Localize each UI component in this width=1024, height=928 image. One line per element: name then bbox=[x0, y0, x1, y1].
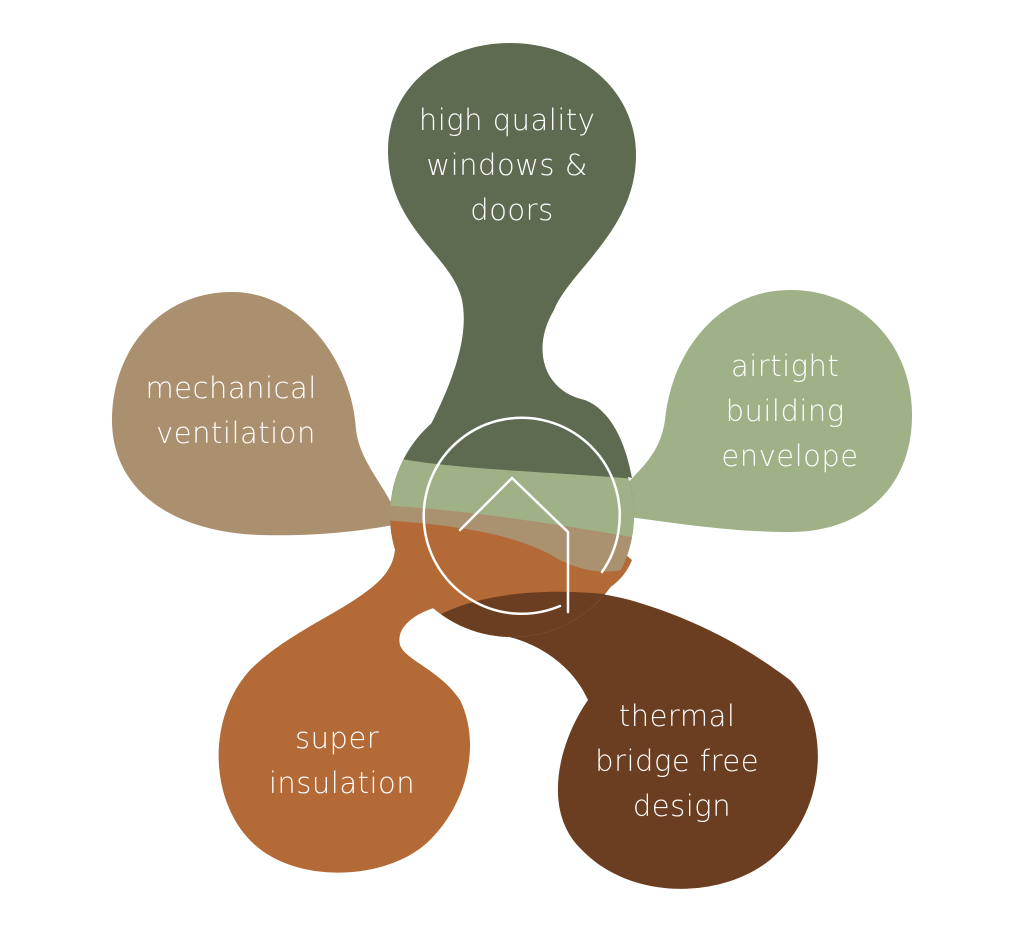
label-ventilation-line1: mechanical bbox=[145, 371, 316, 405]
label-insulation-line2: insulation bbox=[269, 766, 415, 800]
label-insulation-line1: super bbox=[295, 721, 379, 755]
center-ring bbox=[422, 416, 621, 616]
label-windows-line2: windows & bbox=[426, 148, 587, 182]
label-airtight-line1: airtight bbox=[731, 349, 839, 383]
label-ventilation-line2: ventilation bbox=[156, 416, 316, 450]
label-windows-doors: high quality windows & doors bbox=[419, 103, 605, 227]
petal-windows-doors bbox=[388, 43, 636, 478]
petal-airtight-envelope bbox=[610, 290, 912, 532]
label-airtight-line3: envelope bbox=[721, 439, 858, 473]
petal-mechanical-ventilation bbox=[112, 292, 420, 536]
label-thermal-line2: bridge free bbox=[595, 744, 759, 778]
label-windows-line1: high quality bbox=[419, 103, 596, 137]
label-airtight-envelope: airtight building envelope bbox=[721, 349, 858, 473]
label-super-insulation: super insulation bbox=[269, 721, 415, 800]
label-windows-line3: doors bbox=[470, 193, 553, 227]
house-outline-icon bbox=[458, 476, 570, 614]
label-thermal-line3: design bbox=[633, 789, 731, 823]
label-mechanical-ventilation: mechanical ventilation bbox=[145, 371, 326, 450]
label-thermal-bridge: thermal bridge free design bbox=[595, 699, 769, 823]
petal-thermal-bridge bbox=[470, 589, 818, 889]
label-thermal-line1: thermal bbox=[619, 699, 736, 733]
label-airtight-line2: building bbox=[726, 394, 845, 428]
